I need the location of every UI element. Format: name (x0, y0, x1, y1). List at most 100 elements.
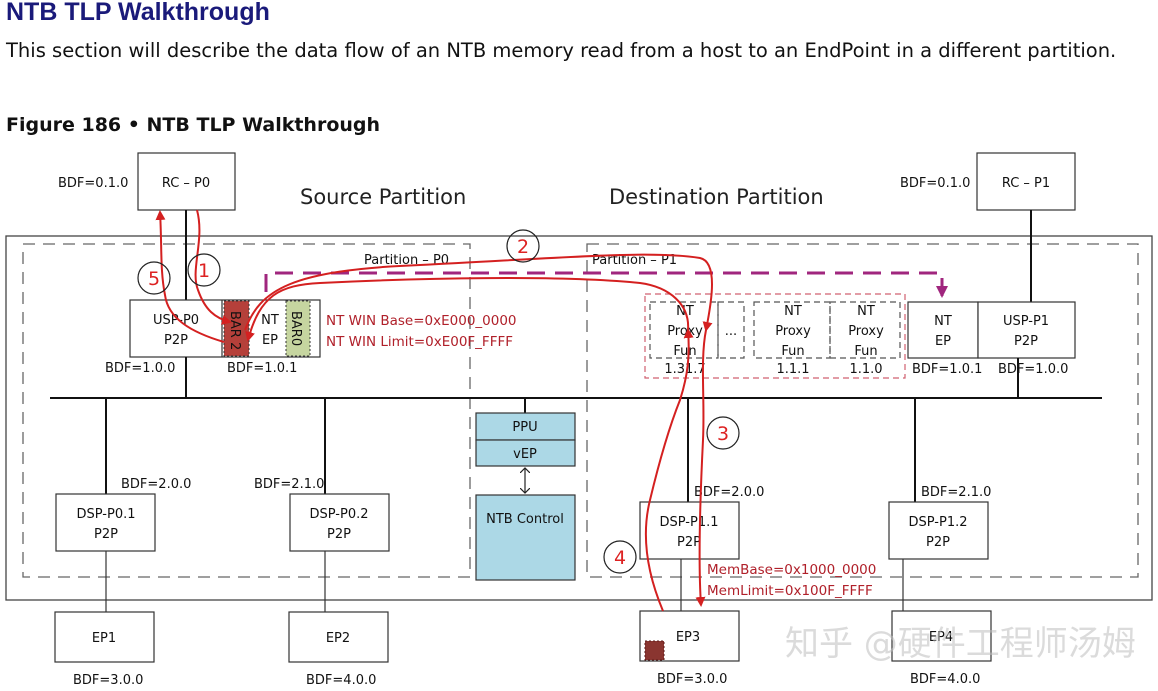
mem-limit: MemLimit=0x100F_FFFF (707, 583, 873, 599)
flow-step-4-arrow (644, 328, 694, 612)
ep3-label: EP3 (676, 630, 700, 645)
dsp-p1-2-line2: P2P (926, 535, 950, 550)
step-3-number: 3 (717, 423, 729, 445)
nt-ep-p1-box (907, 301, 979, 359)
step-3-marker: 3 (706, 416, 740, 450)
proxy-fun-1-1-0-box (829, 301, 901, 359)
proxy-fun-1-1-1-line1: NT (784, 304, 802, 319)
dsp-p1-1-box (639, 501, 740, 560)
proxy-fun-1-31-7-line3: Fun (673, 344, 696, 359)
dsp-p0-1-line1: DSP-P0.1 (76, 507, 135, 522)
nt-ep-p0-bdf: BDF=1.0.1 (227, 361, 297, 376)
flow-step-3-arrow (695, 329, 707, 607)
proxy-fun-1-1-0-line2: Proxy (848, 324, 884, 339)
dsp-p0-1-bdf: BDF=2.0.0 (121, 477, 191, 492)
rc-p0-label: RC – P0 (162, 176, 210, 191)
rc-p1-label: RC – P1 (1002, 176, 1050, 191)
ep1-label: EP1 (92, 631, 116, 646)
nt-ep-p1-line2: EP (935, 334, 951, 349)
config-mapping-arrow (264, 271, 948, 298)
dsp-p1-2-box (888, 501, 989, 560)
partition-p0-box (22, 243, 471, 578)
flow-step-5-arrow (155, 210, 225, 343)
dsp-p0-2-line2: P2P (327, 527, 351, 542)
mem-base: MemBase=0x1000_0000 (707, 562, 876, 578)
proxy-fun-group (644, 293, 906, 379)
step-4-number: 4 (614, 547, 626, 569)
dsp-p0-2-box (289, 493, 390, 552)
dsp-p1-1-line1: DSP-P1.1 (659, 515, 718, 530)
ep3-bar-block (644, 640, 665, 661)
bar0-block (285, 300, 311, 357)
rc-p0-bdf: BDF=0.1.0 (58, 176, 128, 191)
proxy-fun-1-1-0-bdf: 1.1.0 (849, 362, 882, 377)
vep-label: vEP (513, 447, 537, 462)
ep1-bdf: BDF=3.0.0 (73, 673, 143, 688)
flow-step-1-arrow (194, 209, 232, 325)
bar0-label: BAR0 (288, 311, 303, 346)
ep1-box (54, 611, 155, 663)
step-5-marker: 5 (137, 261, 171, 295)
nt-ep-p1-bdf: BDF=1.0.1 (912, 362, 982, 377)
usp-p1-line2: P2P (1014, 334, 1038, 349)
dsp-p0-1-box (55, 493, 156, 552)
proxy-fun-1-1-1-line3: Fun (781, 344, 804, 359)
step-5-number: 5 (148, 268, 160, 290)
nt-ep-p1-line1: NT (934, 314, 952, 329)
usp-p0-line2: P2P (164, 333, 188, 348)
ep4-bdf: BDF=4.0.0 (910, 672, 980, 687)
flow-return-arrow (245, 277, 690, 342)
usp-p1-box (977, 301, 1076, 359)
dsp-p1-1-line2: P2P (677, 535, 701, 550)
rc-p0-box (137, 152, 236, 211)
dsp-p0-1-line2: P2P (94, 527, 118, 542)
proxy-fun-ellipsis-box (717, 301, 745, 359)
partition-p1-box (586, 243, 1139, 578)
vep-box (475, 439, 576, 467)
step-2-number: 2 (517, 236, 529, 258)
ep2-label: EP2 (326, 631, 350, 646)
proxy-fun-1-1-0-line3: Fun (854, 344, 877, 359)
nt-ep-p0-line1: NT (261, 313, 279, 328)
figure-caption: Figure 186 • NTB TLP Walkthrough (6, 114, 381, 136)
ep2-box (288, 611, 389, 663)
usp-p1-bdf: BDF=1.0.0 (998, 362, 1068, 377)
rc-p1-bdf: BDF=0.1.0 (900, 176, 970, 191)
rc-p1-box (976, 152, 1076, 211)
proxy-fun-1-31-7-line2: Proxy (667, 324, 703, 339)
watermark: 知乎 @硬件工程师汤姆 (785, 624, 1136, 664)
ppu-label: PPU (512, 420, 537, 435)
usp-p1-line1: USP-P1 (1003, 314, 1049, 329)
section-description: This section will describe the data flow… (6, 39, 1117, 62)
proxy-fun-1-1-0-line1: NT (857, 304, 875, 319)
ntb-control-label: NTB Control (486, 512, 564, 527)
ep4-box (891, 610, 992, 662)
dsp-p1-2-bdf: BDF=2.1.0 (921, 485, 991, 500)
nt-ep-p0-line2: EP (262, 333, 278, 348)
ppu-box (475, 412, 576, 441)
ntb-control-box (475, 494, 576, 581)
destination-partition-title: Destination Partition (609, 185, 824, 209)
switch-boundary (5, 235, 1153, 601)
nt-win-base: NT WIN Base=0xE000_0000 (326, 313, 517, 329)
ep2-bdf: BDF=4.0.0 (306, 673, 376, 688)
proxy-fun-1-1-1-line2: Proxy (775, 324, 811, 339)
step-1-number: 1 (198, 260, 210, 282)
section-heading: NTB TLP Walkthrough (6, 0, 270, 26)
proxy-fun-1-31-7-bdf: 1.31.7 (664, 362, 705, 377)
ep3-bdf: BDF=3.0.0 (657, 672, 727, 687)
step-4-marker: 4 (603, 540, 637, 574)
dsp-p1-2-line1: DSP-P1.2 (908, 515, 967, 530)
flow-step-2-arrow (244, 253, 713, 332)
dsp-p0-2-line1: DSP-P0.2 (309, 507, 368, 522)
step-1-marker: 1 (187, 253, 221, 287)
dsp-p1-1-bdf: BDF=2.0.0 (694, 485, 764, 500)
usp-p0-bdf: BDF=1.0.0 (105, 361, 175, 376)
ep4-label: EP4 (929, 630, 953, 645)
dsp-p0-2-bdf: BDF=2.1.0 (254, 477, 324, 492)
step-2-marker: 2 (506, 229, 540, 263)
usp-p0-line1: USP-P0 (153, 313, 199, 328)
proxy-fun-ellipsis: ... (725, 324, 737, 339)
proxy-fun-1-1-1-bdf: 1.1.1 (776, 362, 809, 377)
